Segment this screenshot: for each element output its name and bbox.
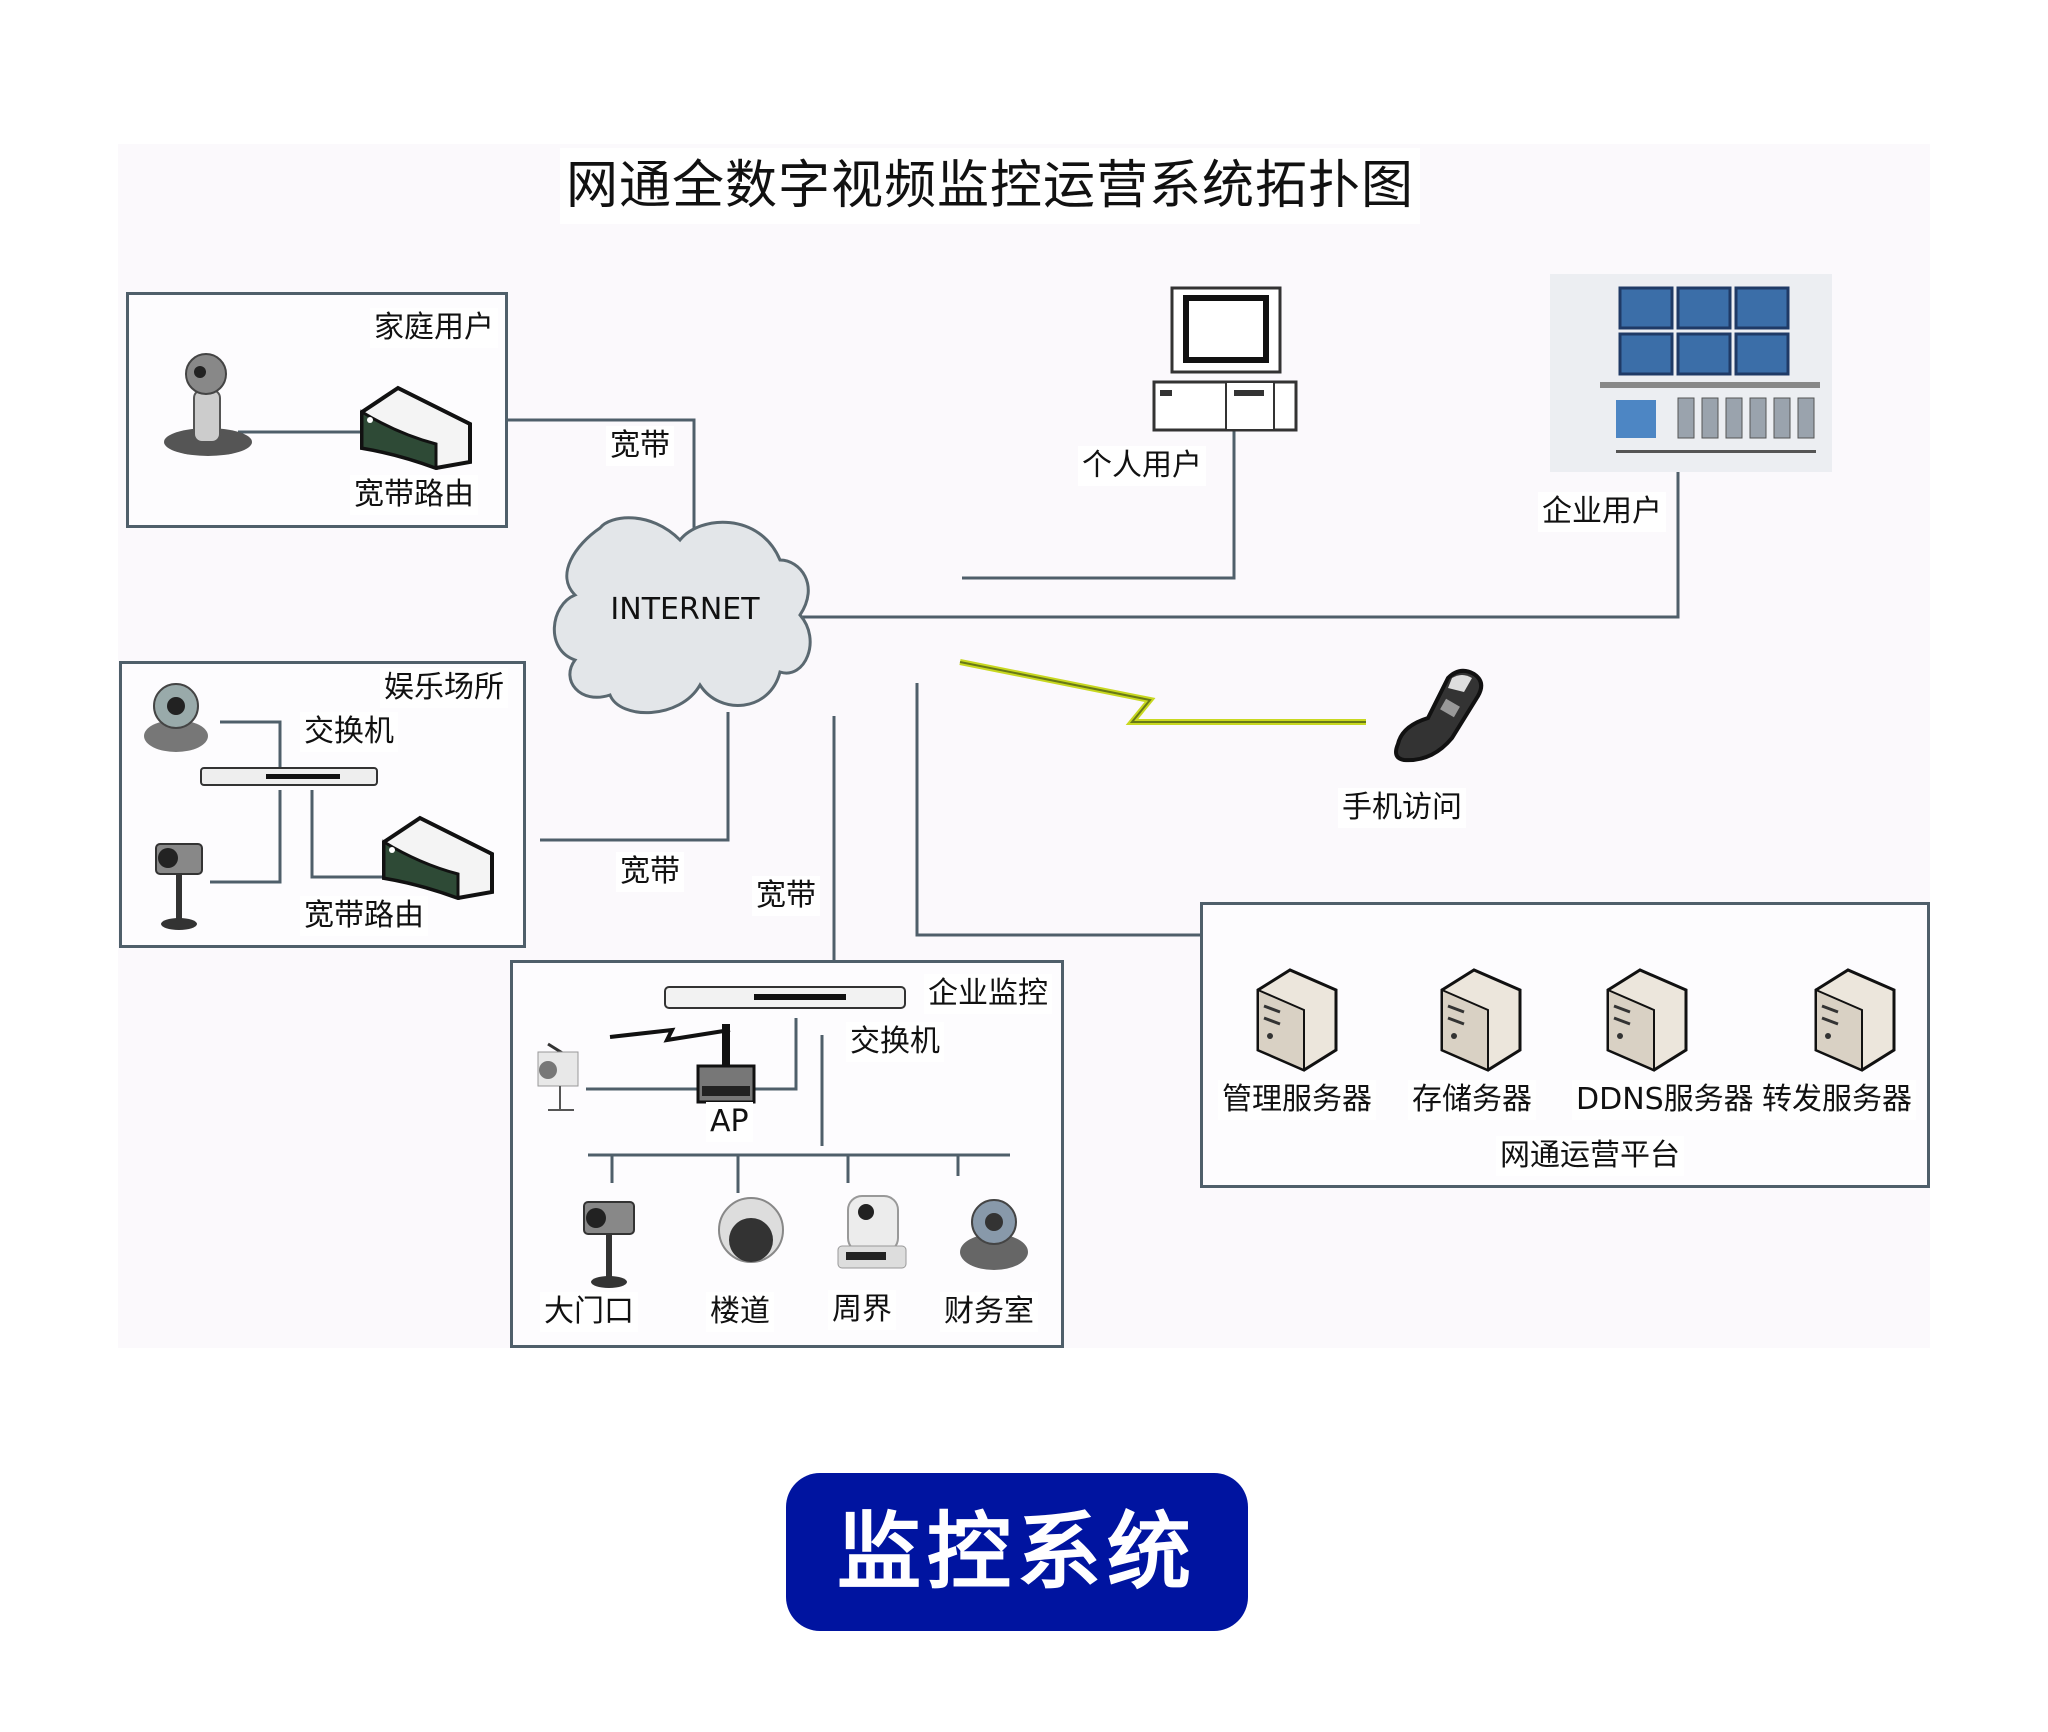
entertainment-label: 娱乐场所 (380, 668, 508, 708)
network-switch-icon (664, 986, 906, 1009)
ip-camera-icon (144, 683, 208, 752)
home-user-label: 家庭用户 (370, 308, 498, 348)
wireless-camera-icon (537, 1042, 579, 1111)
box-camera-icon (583, 1201, 635, 1288)
server-label: 转发服务器 (1758, 1080, 1916, 1120)
personal-user-label: 个人用户 (1078, 446, 1206, 486)
server-label: 存储务器 (1408, 1080, 1536, 1120)
internet-label: INTERNET (610, 592, 760, 627)
ap-label: AP (706, 1102, 753, 1142)
server-label: DDNS服务器 (1572, 1080, 1758, 1120)
enterprise-switch-label: 交换机 (846, 1022, 944, 1062)
mobile-access-label: 手机访问 (1338, 788, 1466, 828)
home-link-label: 宽带 (606, 426, 674, 466)
server-label: 管理服务器 (1218, 1080, 1376, 1120)
entertainment-router-label: 宽带路由 (300, 896, 428, 936)
camera-label: 财务室 (940, 1292, 1038, 1332)
server-icon (1606, 968, 1688, 1072)
video-wall-icon (1550, 274, 1832, 472)
server-icon (1440, 968, 1522, 1072)
entertainment-link-label: 宽带 (616, 852, 684, 892)
monitoring-system-button[interactable]: 监控系统 (786, 1473, 1248, 1631)
ip-camera-icon (960, 1199, 1028, 1270)
entertainment-switch-label: 交换机 (300, 712, 398, 752)
enterprise-link-label: 宽带 (752, 876, 820, 916)
network-switch-icon (200, 767, 378, 786)
broadband-router-icon (382, 815, 494, 900)
server-icon (1814, 968, 1896, 1072)
camera-label: 周界 (828, 1290, 896, 1330)
ptz-camera-icon (164, 353, 252, 456)
server-icon (1256, 968, 1338, 1072)
mobile-phone-icon (1394, 668, 1484, 763)
camera-label: 楼道 (706, 1292, 774, 1332)
dome-camera-icon (718, 1197, 784, 1263)
enterprise-user-label: 企业用户 (1538, 492, 1666, 532)
home-router-label: 宽带路由 (350, 475, 478, 515)
access-point-icon (696, 1024, 756, 1104)
broadband-router-icon (360, 385, 472, 470)
camera-label: 大门口 (540, 1292, 638, 1332)
diagram-title: 网通全数字视频监控运营系统拓扑图 (560, 148, 1420, 224)
platform-label: 网通运营平台 (1496, 1136, 1684, 1176)
desktop-computer-icon (1152, 286, 1298, 432)
enterprise-monitoring-label: 企业监控 (924, 974, 1052, 1014)
box-camera-icon (155, 843, 203, 930)
ptz-camera-icon (837, 1195, 907, 1269)
